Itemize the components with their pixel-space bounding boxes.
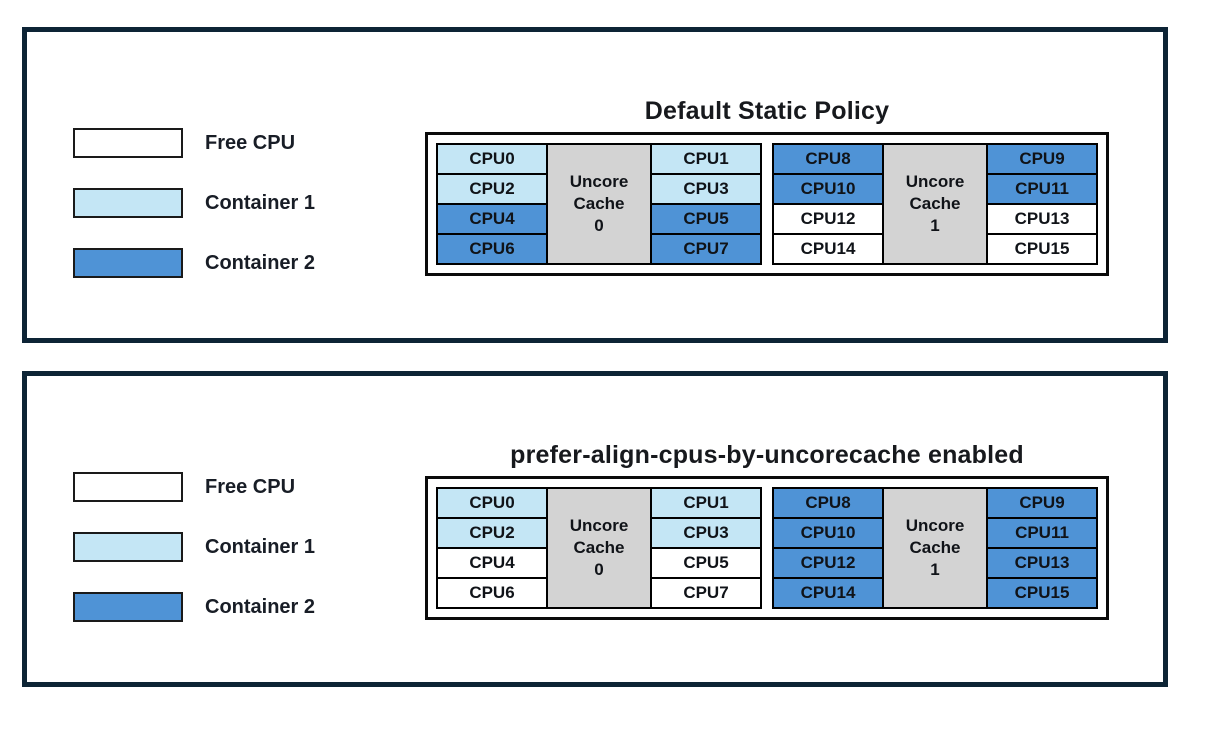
uncore-cache-label-line: 0 bbox=[594, 559, 604, 579]
legend-label-free-cpu: Free CPU bbox=[205, 475, 296, 498]
uncore-cache-label-line: Uncore bbox=[905, 516, 965, 536]
uncore-cache-label-line: 1 bbox=[930, 215, 940, 235]
legend-label-container-2: Container 2 bbox=[205, 595, 316, 618]
cpu-cell-cpu11: CPU11 bbox=[988, 519, 1096, 547]
legend-swatch-container-2 bbox=[73, 248, 183, 278]
legend-item-free-cpu: Free CPU bbox=[73, 128, 315, 158]
cpu-cell-cpu5: CPU5 bbox=[652, 549, 760, 577]
cpu-cell-cpu8: CPU8 bbox=[774, 145, 882, 173]
cpu-cell-cpu13: CPU13 bbox=[988, 205, 1096, 233]
uncore-cache-label-line: Uncore bbox=[905, 172, 965, 192]
cpu-cell-cpu15: CPU15 bbox=[988, 579, 1096, 607]
panel-prefer-align-cpus-by-uncorecache: prefer-align-cpus-by-uncorecache enabled… bbox=[22, 371, 1168, 687]
cpu-cell-cpu0: CPU0 bbox=[438, 489, 546, 517]
cpu-cell-cpu7: CPU7 bbox=[652, 235, 760, 263]
legend: Free CPU Container 1 Container 2 bbox=[73, 472, 315, 652]
legend-label-free-cpu: Free CPU bbox=[205, 131, 296, 154]
uncore-cache-label-line: Cache bbox=[909, 538, 961, 558]
cpu-cell-cpu15: CPU15 bbox=[988, 235, 1096, 263]
legend-item-container-2: Container 2 bbox=[73, 592, 315, 622]
cpu-cell-cpu1: CPU1 bbox=[652, 145, 760, 173]
uncore-cache-label-line: Cache bbox=[909, 194, 961, 214]
cpu-cell-cpu6: CPU6 bbox=[438, 579, 546, 607]
uncore-cache-label-line: Uncore bbox=[569, 172, 629, 192]
cpu-cell-cpu10: CPU10 bbox=[774, 175, 882, 203]
uncore-cache-label-line: 1 bbox=[930, 559, 940, 579]
cpu-cell-cpu5: CPU5 bbox=[652, 205, 760, 233]
cpu-cell-cpu0: CPU0 bbox=[438, 145, 546, 173]
cpu-cell-cpu8: CPU8 bbox=[774, 489, 882, 517]
cpu-cell-cpu1: CPU1 bbox=[652, 489, 760, 517]
legend: Free CPU Container 1 Container 2 bbox=[73, 128, 315, 308]
cpu-cell-cpu10: CPU10 bbox=[774, 519, 882, 547]
cpu-cell-cpu11: CPU11 bbox=[988, 175, 1096, 203]
legend-item-free-cpu: Free CPU bbox=[73, 472, 315, 502]
cpu-cell-cpu7: CPU7 bbox=[652, 579, 760, 607]
cpu-cell-cpu14: CPU14 bbox=[774, 579, 882, 607]
panel-default-static-policy: Default Static Policy Free CPU Container… bbox=[22, 27, 1168, 343]
cpu-cell-cpu9: CPU9 bbox=[988, 489, 1096, 517]
cpu-cell-cpu6: CPU6 bbox=[438, 235, 546, 263]
legend-label-container-2: Container 2 bbox=[205, 251, 316, 274]
legend-label-container-1: Container 1 bbox=[205, 191, 316, 214]
legend-label-container-1: Container 1 bbox=[205, 535, 316, 558]
cpu-cell-cpu12: CPU12 bbox=[774, 205, 882, 233]
panel-title: prefer-align-cpus-by-uncorecache enabled bbox=[510, 440, 1024, 469]
legend-swatch-free-cpu bbox=[73, 472, 183, 502]
panel-title: Default Static Policy bbox=[644, 96, 890, 125]
uncore-cache-label-line: Uncore bbox=[569, 516, 629, 536]
cpu-cell-cpu3: CPU3 bbox=[652, 175, 760, 203]
legend-swatch-free-cpu bbox=[73, 128, 183, 158]
cpu-cell-cpu13: CPU13 bbox=[988, 549, 1096, 577]
uncore-cache-label-line: Cache bbox=[573, 194, 625, 214]
legend-swatch-container-1 bbox=[73, 532, 183, 562]
cpu-cell-cpu2: CPU2 bbox=[438, 175, 546, 203]
cpu-cell-cpu12: CPU12 bbox=[774, 549, 882, 577]
legend-item-container-2: Container 2 bbox=[73, 248, 315, 278]
legend-swatch-container-2 bbox=[73, 592, 183, 622]
uncore-cache-label-line: 0 bbox=[594, 215, 604, 235]
cpu-cell-cpu4: CPU4 bbox=[438, 205, 546, 233]
cpu-cell-cpu2: CPU2 bbox=[438, 519, 546, 547]
cpu-cell-cpu9: CPU9 bbox=[988, 145, 1096, 173]
cpu-cell-cpu3: CPU3 bbox=[652, 519, 760, 547]
legend-item-container-1: Container 1 bbox=[73, 532, 315, 562]
uncore-cache-label-line: Cache bbox=[573, 538, 625, 558]
legend-item-container-1: Container 1 bbox=[73, 188, 315, 218]
cpu-cell-cpu4: CPU4 bbox=[438, 549, 546, 577]
legend-swatch-container-1 bbox=[73, 188, 183, 218]
cpu-cell-cpu14: CPU14 bbox=[774, 235, 882, 263]
